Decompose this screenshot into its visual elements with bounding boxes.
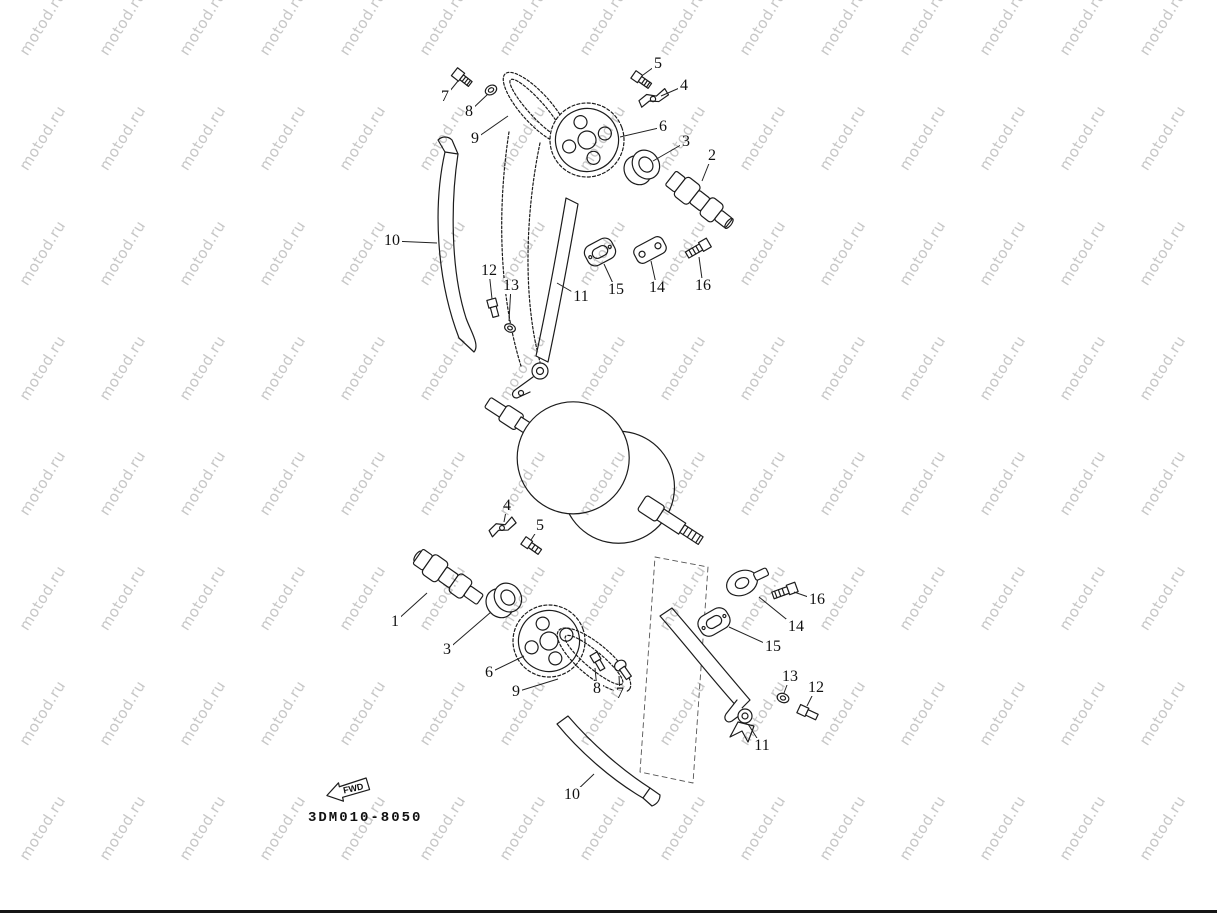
gasket-15-bottom-drawing <box>697 607 731 637</box>
leader-line <box>391 240 438 244</box>
leader-line <box>806 687 817 707</box>
bolt-12-top-drawing <box>486 297 500 319</box>
diagram-code: 3DM010-8050 <box>308 810 423 826</box>
leader-line <box>728 626 774 648</box>
bolt-16-top-drawing <box>684 237 712 259</box>
leader-line <box>793 591 818 601</box>
stopper-plate-4-top-drawing <box>638 88 670 108</box>
leader-line <box>594 667 598 690</box>
spacer-3-bottom-drawing <box>485 582 523 619</box>
bolt-8-bottom-drawing <box>589 651 606 672</box>
cam-chain-run-left-drawing <box>501 131 522 367</box>
washer-13-top-drawing <box>504 323 516 333</box>
leader-line <box>758 596 797 628</box>
leader-line <box>619 126 664 138</box>
bolt-5-top-drawing <box>630 70 653 89</box>
leader-line <box>530 525 541 541</box>
fwd-label: FWD <box>342 781 365 795</box>
leader-line <box>488 270 493 300</box>
washer-8-top-drawing <box>484 84 498 96</box>
bolt-5-bottom-drawing <box>520 536 543 555</box>
chain-guide-10-bottom-drawing <box>556 715 661 807</box>
chain-guide-10-top-drawing <box>437 136 477 353</box>
bolt-12-bottom-drawing <box>796 703 819 721</box>
tensioner-11-top-drawing <box>511 197 579 399</box>
leader-line <box>698 256 704 287</box>
leader-line <box>474 115 509 140</box>
leader-line <box>444 80 459 98</box>
cam-chain-run-right-drawing <box>527 142 541 363</box>
bolt-16-bottom-drawing <box>771 581 799 600</box>
leader-line <box>394 592 428 623</box>
leader-line <box>783 676 791 694</box>
leader-line <box>701 155 713 182</box>
camshaft-2-drawing <box>665 170 734 229</box>
leader-line <box>468 93 489 113</box>
bolt-7-bottom-drawing <box>613 659 632 681</box>
tensioner-11-bottom-drawing <box>659 607 755 743</box>
leader-line <box>508 285 512 322</box>
leader-line <box>642 63 659 76</box>
leader-line <box>488 655 525 674</box>
cam-sprocket-6-top-drawing <box>549 102 625 178</box>
camshaft-1-drawing <box>412 549 484 605</box>
gasket-15-top-drawing <box>583 237 617 267</box>
holder-14-bottom-drawing <box>726 567 770 597</box>
washer-13-bottom-drawing <box>776 692 790 704</box>
fwd-arrow: FWD <box>326 777 371 802</box>
spacer-3-top-drawing <box>623 149 661 186</box>
leader-line <box>571 773 595 796</box>
leader-line <box>650 260 658 289</box>
leader-line <box>503 505 508 523</box>
leader-line <box>515 678 559 693</box>
leader-line <box>603 263 617 291</box>
cam-chain-9-bottom-drawing <box>556 627 632 693</box>
stopper-plate-4-bottom-drawing <box>488 516 517 538</box>
crankshaft-drawing <box>484 397 704 545</box>
leader-line <box>652 141 687 162</box>
bolt-7-top-drawing <box>450 67 473 87</box>
plate-14-top-drawing <box>633 236 667 264</box>
leader-line <box>446 611 492 651</box>
section-outline <box>639 556 709 784</box>
